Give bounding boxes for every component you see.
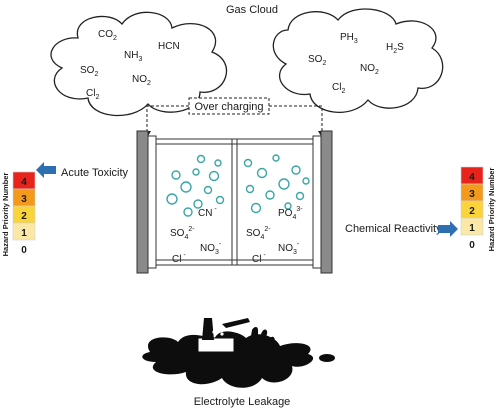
gas-formula: Cl2 xyxy=(86,88,99,101)
electrode-left xyxy=(136,130,149,274)
ion-label: Cl - xyxy=(172,252,186,265)
hazard-level-value: 2 xyxy=(21,211,27,222)
gas-formula: NH3 xyxy=(124,50,142,63)
hazard-level-value: 0 xyxy=(21,245,27,256)
arrow-right-icon xyxy=(438,221,458,237)
test-tube-left-icon xyxy=(202,318,214,340)
ion-label: NO3- xyxy=(278,241,300,256)
battery-cell: CN -SO42-NO3-Cl - PO43-SO42-NO3-Cl - xyxy=(136,130,333,274)
bubble-icon xyxy=(265,190,275,200)
hazard-priority-label: Hazard Priority Number xyxy=(1,173,10,257)
bubble-icon xyxy=(214,159,222,167)
drop-icon xyxy=(220,332,224,336)
ion-label: SO42- xyxy=(170,226,195,241)
bubble-icon xyxy=(196,154,206,164)
dashed-arrow-left xyxy=(146,105,189,133)
hazard-level-value: 0 xyxy=(469,240,475,251)
dashed-arrow-right xyxy=(269,105,323,133)
cloud-outline xyxy=(272,8,444,113)
test-tube-right-icon xyxy=(222,318,250,328)
hazard-level-1 xyxy=(12,222,36,241)
spill-drop-icon xyxy=(319,354,335,362)
bubble-icon xyxy=(245,184,255,194)
gas-formula: Cl2 xyxy=(332,82,345,95)
acute-toxicity-label: Acute Toxicity xyxy=(61,167,129,179)
arrow-left-icon xyxy=(36,162,56,178)
bubble-icon xyxy=(192,168,200,176)
hazard-level-1 xyxy=(460,217,484,236)
gas-formula: PH3 xyxy=(340,32,358,45)
drop-icon xyxy=(212,330,216,334)
corroded-surface-icon xyxy=(197,337,235,353)
current-collector-left xyxy=(147,135,157,269)
electrolyte-leakage-illustration xyxy=(142,318,335,388)
bubble-icon xyxy=(256,167,268,179)
hazard-level-value: 3 xyxy=(21,194,27,205)
bubble-icon xyxy=(278,178,290,190)
hazard-level-value: 2 xyxy=(469,206,475,217)
bubble-icon xyxy=(166,193,178,205)
bubble-icon xyxy=(302,177,310,185)
hazard-level-value: 4 xyxy=(469,172,475,183)
cloud-outline xyxy=(50,11,228,117)
ion-label: SO42- xyxy=(246,226,271,241)
bubble-icon xyxy=(193,199,203,209)
ion-label: NO3- xyxy=(200,241,222,256)
bubble-icon xyxy=(215,195,225,205)
bubble-icon xyxy=(183,207,193,217)
current-collector-right xyxy=(312,135,322,269)
chemical-reactivity-label: Chemical Reactivity xyxy=(345,223,442,235)
gas-formula: NO2 xyxy=(132,74,151,87)
bubble-icon xyxy=(295,191,305,201)
electrolyte-leakage-label: Electrolyte Leakage xyxy=(194,396,291,408)
bubble-icon xyxy=(180,181,192,193)
hazard-level-value: 3 xyxy=(469,189,475,200)
bubble-icon xyxy=(272,154,280,162)
over-charging-indicator: Over charging xyxy=(143,97,326,138)
bubble-icon xyxy=(171,170,181,180)
bubble-icon xyxy=(208,170,220,182)
hazard-level-value: 1 xyxy=(469,223,475,234)
bubble-icon xyxy=(291,165,301,175)
gas-cloud-title: Gas Cloud xyxy=(226,4,278,16)
ion-label: Cl - xyxy=(252,252,266,265)
electrolyte-chamber xyxy=(155,138,314,266)
gas-formula: NO2 xyxy=(360,63,379,76)
over-charging-label: Over charging xyxy=(194,101,263,113)
ion-label: CN - xyxy=(198,206,217,219)
hazard-priority-label: Hazard Priority Number xyxy=(487,168,496,252)
hazard-level-value: 1 xyxy=(21,228,27,239)
gas-formula: SO2 xyxy=(80,65,98,78)
gas-formula: SO2 xyxy=(308,54,326,67)
electrode-right xyxy=(320,130,333,274)
hazard-level-value: 4 xyxy=(21,177,27,188)
gas-formula: H2S xyxy=(386,42,404,55)
hazard-scale-right: 4 3 2 1 0 Hazard Priority Number xyxy=(460,166,496,252)
bubble-icon xyxy=(243,158,253,168)
gas-bubbles xyxy=(166,154,310,217)
bubble-icon xyxy=(284,202,292,210)
gas-formula: CO2 xyxy=(98,29,117,42)
hand-icon xyxy=(238,327,275,361)
bubble-icon xyxy=(203,185,213,195)
gas-formula: HCN xyxy=(158,41,180,52)
bubble-icon xyxy=(250,202,262,214)
hazard-scale-left: 4 3 2 1 0 Hazard Priority Number xyxy=(1,171,36,257)
ion-label: PO43- xyxy=(278,206,303,221)
